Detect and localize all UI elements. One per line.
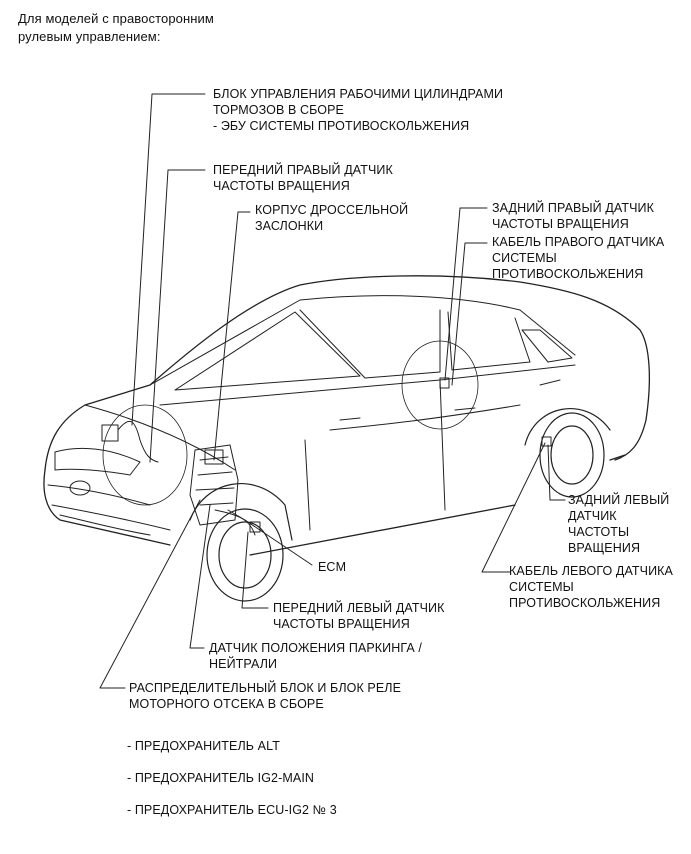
fuse-item: - ПРЕДОХРАНИТЕЛЬ ALT (127, 739, 280, 753)
intro-text: Для моделей с правосторонним рулевым упр… (18, 11, 214, 44)
car-front-details (47, 447, 171, 536)
label-ecm: ECM (318, 560, 347, 574)
label-park-neutral-sensor: ДАТЧИК ПОЛОЖЕНИЯ ПАРКИНГА / НЕЙТРАЛИ (209, 641, 423, 671)
label-brake-block: БЛОК УПРАВЛЕНИЯ РАБОЧИМИ ЦИЛИНДРАМИ ТОРМ… (213, 87, 504, 133)
label-right-sensor-cable: КАБЕЛЬ ПРАВОГО ДАТЧИКА СИСТЕМЫ ПРОТИВОСК… (492, 235, 665, 281)
engine-components (189, 444, 261, 536)
leader-lines (99, 93, 566, 689)
brake-actuator (101, 420, 159, 463)
rear-sensors (439, 377, 552, 447)
label-left-sensor-cable: КАБЕЛЬ ЛЕВОГО ДАТЧИКА СИСТЕМЫ ПРОТИВОСКО… (509, 564, 673, 610)
label-rear-right-sensor: ЗАДНИЙ ПРАВЫЙ ДАТЧИК ЧАСТОТЫ ВРАЩЕНИЯ (492, 201, 654, 231)
fuse-item: - ПРЕДОХРАНИТЕЛЬ ECU-IG2 № 3 (127, 803, 337, 817)
label-junction-block: РАСПРЕДЕЛИТЕЛЬНЫЙ БЛОК И БЛОК РЕЛЕ МОТОР… (129, 681, 402, 711)
label-throttle-body: КОРПУС ДРОССЕЛЬНОЙ ЗАСЛОНКИ (255, 203, 409, 233)
label-front-right-sensor: ПЕРЕДНИЙ ПРАВЫЙ ДАТЧИК ЧАСТОТЫ ВРАЩЕНИЯ (213, 163, 393, 193)
car-body (43, 275, 651, 556)
label-front-left-sensor: ПЕРЕДНИЙ ЛЕВЫЙ ДАТЧИК ЧАСТОТЫ ВРАЩЕНИЯ (273, 601, 445, 631)
phantom-wheels (102, 340, 479, 506)
fuse-item: - ПРЕДОХРАНИТЕЛЬ IG2-MAIN (127, 771, 315, 785)
label-rear-left-sensor: ЗАДНИЙ ЛЕВЫЙ ДАТЧИК ЧАСТОТЫ ВРАЩЕНИЯ (568, 493, 670, 555)
front-left-wheel (189, 483, 293, 602)
rear-left-wheel (524, 408, 611, 498)
